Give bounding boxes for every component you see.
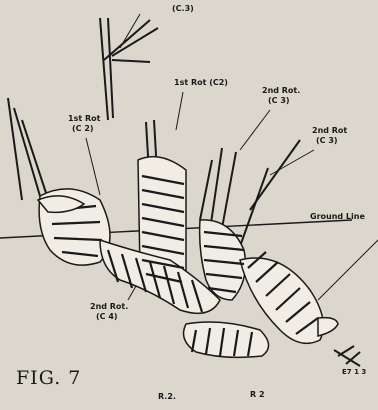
root-tip — [318, 318, 338, 336]
label-first-root-center: 1st Rot (C2) — [174, 78, 228, 87]
label-second-root-right-line2: (C 3) — [316, 136, 338, 145]
label-second-root-right-line1: 2nd Rot — [312, 126, 347, 135]
label-first-root-left-line2: (C 2) — [72, 124, 94, 133]
label-top-root: (C.3) — [172, 4, 194, 13]
label-second-root-center-line1: 2nd Rot. — [262, 86, 300, 95]
crown-body — [39, 157, 323, 358]
bottom-right-mark-shape — [334, 346, 360, 366]
label-bottom-right-mark: E7 1 3 — [342, 368, 366, 377]
label-r2-right: R 2 — [250, 390, 265, 399]
label-r2-left: R.2. — [158, 392, 176, 401]
label-second-root-bottom-line2: (C 4) — [96, 312, 118, 321]
label-second-root-center-line2: (C 3) — [268, 96, 290, 105]
label-ground-line: Ground Line — [310, 212, 365, 221]
label-first-root-left-line1: 1st Rot — [68, 114, 100, 123]
figure-caption: FIG. 7 — [16, 367, 81, 389]
label-second-root-bottom-line1: 2nd Rot. — [90, 302, 128, 311]
